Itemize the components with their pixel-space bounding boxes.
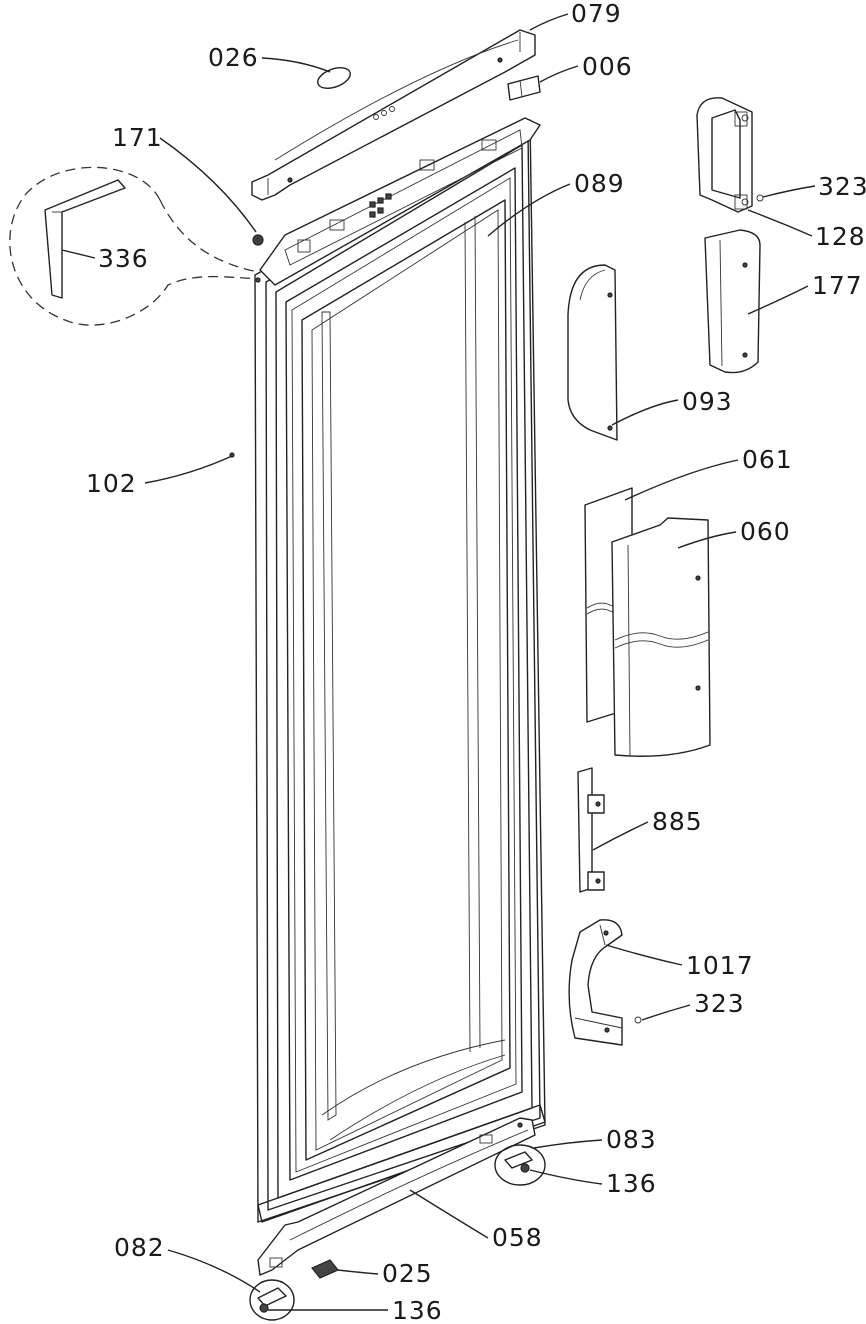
- label-079: 079: [571, 0, 622, 28]
- label-336: 336: [98, 244, 149, 273]
- label-089: 089: [574, 169, 625, 198]
- label-136-right: 136: [606, 1169, 657, 1198]
- part-082-hinge-detail: [249, 1279, 295, 1321]
- door-panel: [229, 117, 546, 1223]
- part-323-screw-bottom: [634, 1016, 642, 1024]
- part-079-top-cover: [251, 29, 536, 201]
- part-083-hinge-pin-detail: [494, 1144, 546, 1186]
- part-058-bottom-cover: [257, 1117, 536, 1276]
- part-323-screw-top: [756, 194, 764, 202]
- label-058: 058: [492, 1223, 543, 1252]
- label-083: 083: [606, 1125, 657, 1154]
- part-171-screw: [252, 234, 264, 246]
- part-025-clip: [311, 1259, 339, 1279]
- label-025: 025: [382, 1259, 433, 1288]
- label-323-bottom: 323: [694, 989, 745, 1018]
- label-102: 102: [86, 469, 137, 498]
- label-885: 885: [652, 807, 703, 836]
- label-177: 177: [812, 271, 863, 300]
- part-177-handle-cover: [704, 229, 761, 374]
- label-082: 082: [114, 1233, 165, 1262]
- label-1017: 1017: [686, 951, 754, 980]
- leader-lines: [61, 13, 816, 1311]
- label-323-top: 323: [818, 172, 866, 201]
- part-093-handle-end: [567, 264, 618, 441]
- part-336-detail: [9, 166, 259, 326]
- label-093: 093: [682, 387, 733, 416]
- part-060-handle-profile: [611, 517, 711, 757]
- label-171: 171: [112, 123, 163, 152]
- part-026-oval-badge: [317, 67, 351, 89]
- part-labels: 079 026 006 171 089 323 336 128 177 093 …: [86, 0, 866, 1324]
- label-136-bottom: 136: [392, 1296, 443, 1324]
- part-885-bracket: [577, 767, 605, 893]
- label-128: 128: [815, 222, 866, 251]
- part-1017-handle: [568, 919, 623, 1046]
- part-006-block: [507, 75, 541, 101]
- label-061: 061: [742, 445, 793, 474]
- label-060: 060: [740, 517, 791, 546]
- label-006: 006: [582, 52, 633, 81]
- label-026: 026: [208, 43, 259, 72]
- part-128-hinge-bracket: [696, 97, 753, 213]
